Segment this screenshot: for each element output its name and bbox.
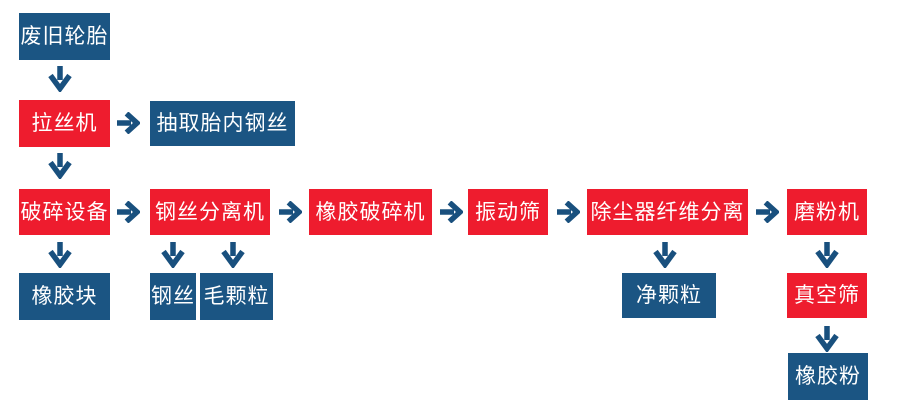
node-dust-collector-fiber-separation: 除尘器纤维分离 — [587, 189, 748, 235]
arrow-down-icon — [47, 152, 73, 179]
node-extract-tire-steel-wire: 抽取胎内钢丝 — [150, 101, 295, 146]
arrow-right-icon — [278, 201, 302, 223]
arrow-down-icon — [160, 241, 186, 268]
node-crushing-equipment: 破碎设备 — [19, 189, 110, 235]
node-steel-wire-separator: 钢丝分离机 — [150, 189, 270, 235]
arrow-right-icon — [755, 201, 779, 223]
arrow-down-icon — [814, 325, 840, 352]
arrow-down-icon — [47, 65, 73, 92]
node-rubber-crusher: 橡胶破碎机 — [309, 189, 432, 235]
arrow-down-icon — [47, 241, 73, 268]
node-rough-granules: 毛颗粒 — [200, 273, 273, 320]
node-rubber-blocks: 橡胶块 — [19, 273, 110, 320]
arrow-right-icon — [556, 201, 580, 223]
node-clean-granules: 净颗粒 — [622, 273, 716, 318]
arrow-right-icon — [439, 201, 463, 223]
arrow-down-icon — [652, 241, 678, 268]
node-waste-tires: 废旧轮胎 — [19, 13, 110, 60]
node-vibrating-screen: 振动筛 — [468, 189, 548, 235]
node-steel-wire: 钢丝 — [150, 273, 196, 320]
arrow-right-icon — [116, 112, 140, 134]
node-rubber-powder: 橡胶粉 — [788, 353, 868, 400]
arrow-right-icon — [116, 201, 140, 223]
arrow-down-icon — [220, 241, 246, 268]
arrow-down-icon — [814, 241, 840, 268]
node-vacuum-screen: 真空筛 — [787, 273, 867, 318]
node-grinding-mill: 磨粉机 — [787, 189, 867, 235]
node-wire-drawing-machine: 拉丝机 — [19, 100, 110, 147]
